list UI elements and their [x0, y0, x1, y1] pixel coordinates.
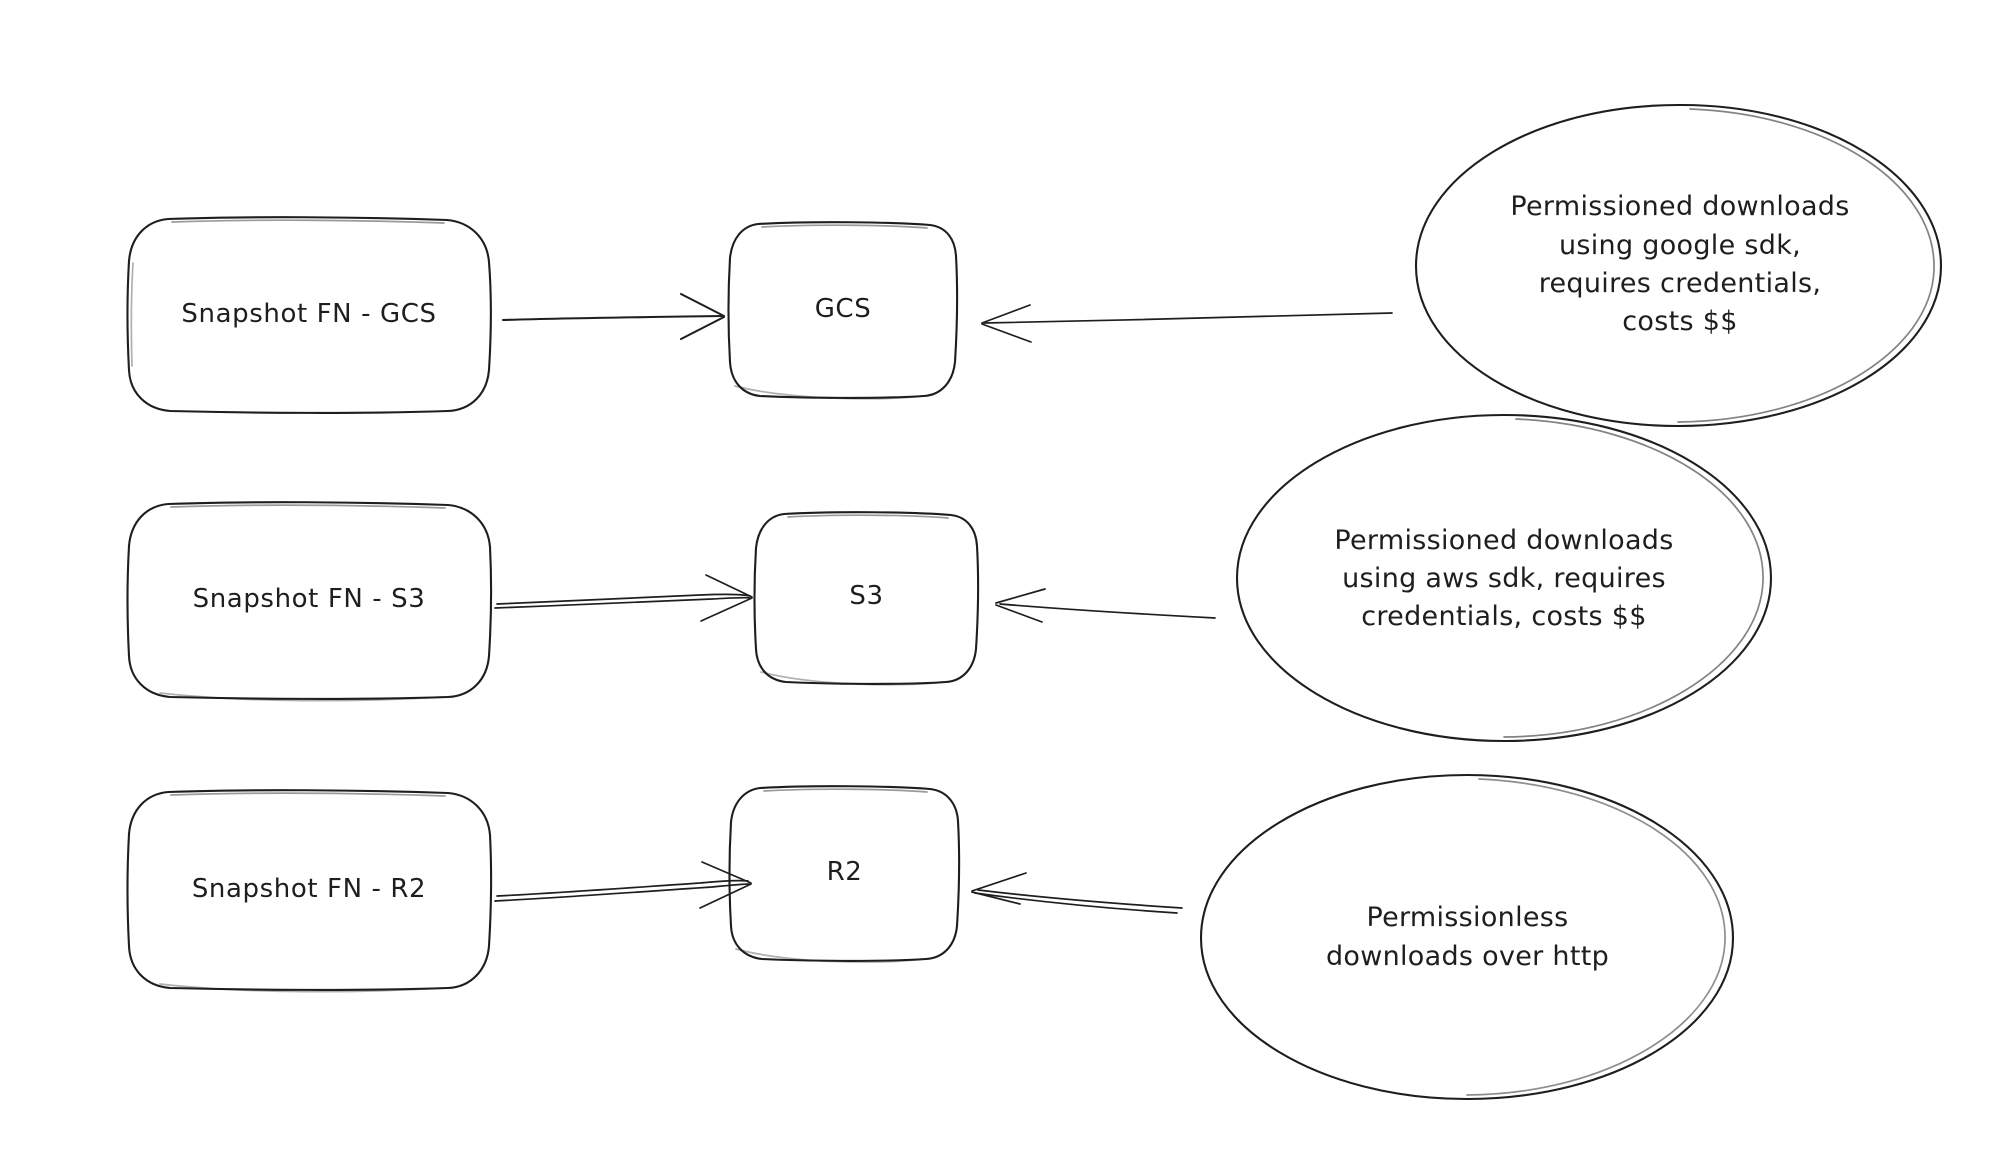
node-note-r2[interactable] — [1200, 774, 1734, 1100]
node-note-s3[interactable] — [1236, 414, 1772, 742]
node-r2[interactable] — [731, 786, 958, 960]
node-note-gcs[interactable] — [1415, 104, 1942, 426]
shape-snapshot-fn-r2[interactable] — [126, 789, 493, 993]
node-snapshot-fn-gcs[interactable] — [128, 218, 490, 412]
shape-snapshot-fn-s3[interactable] — [126, 501, 493, 702]
shape-r2[interactable] — [728, 785, 961, 963]
arrow-snapshot-fn-gcs-to-gcs — [501, 292, 726, 341]
arrow-snapshot-fn-r2-to-r2 — [494, 861, 752, 909]
shape-gcs[interactable] — [727, 221, 959, 400]
shape-note-s3[interactable] — [1235, 413, 1773, 743]
shape-note-gcs[interactable] — [1414, 103, 1943, 428]
node-gcs[interactable] — [730, 222, 956, 398]
node-snapshot-fn-r2[interactable] — [128, 790, 490, 990]
shape-note-r2[interactable] — [1199, 773, 1735, 1101]
shape-snapshot-fn-gcs[interactable] — [126, 216, 492, 414]
arrow-snapshot-fn-s3-to-s3 — [494, 574, 753, 622]
arrow-note-s3-to-s3 — [995, 588, 1216, 623]
shape-s3[interactable] — [753, 511, 980, 686]
node-s3[interactable] — [756, 512, 977, 682]
arrow-note-gcs-to-gcs — [981, 304, 1393, 343]
node-snapshot-fn-s3[interactable] — [128, 502, 490, 698]
arrow-note-r2-to-r2 — [971, 872, 1183, 914]
